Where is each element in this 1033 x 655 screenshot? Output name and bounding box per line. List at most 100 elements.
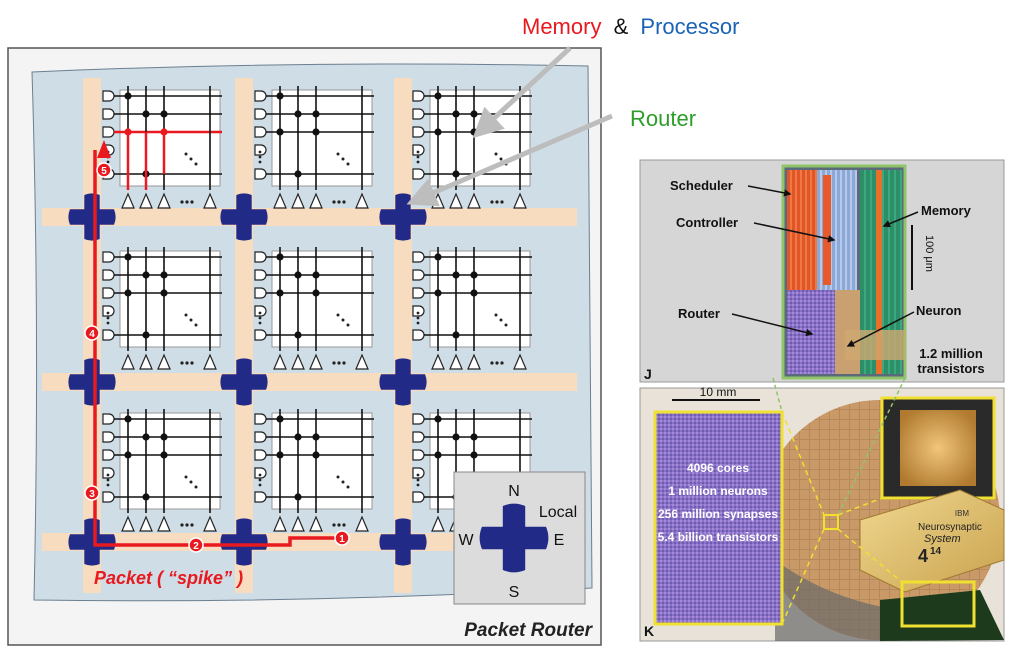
axon-input bbox=[102, 413, 115, 425]
synapse-dot bbox=[124, 92, 132, 100]
product-box bbox=[859, 489, 1005, 593]
synapse-dot bbox=[294, 331, 302, 339]
label-router: Router bbox=[678, 306, 720, 321]
hop-number: 4 bbox=[89, 329, 95, 340]
synapse-dot bbox=[142, 493, 150, 501]
synapse-dot bbox=[142, 331, 150, 339]
axon-input bbox=[412, 329, 425, 341]
ampersand: & bbox=[614, 14, 629, 39]
core-tile bbox=[254, 409, 374, 532]
synapse-dot bbox=[160, 289, 168, 297]
router-node bbox=[220, 518, 268, 566]
ellipsis-dot bbox=[495, 200, 499, 204]
router-node bbox=[379, 193, 427, 241]
synapse-dot bbox=[294, 493, 302, 501]
axon-input bbox=[102, 449, 115, 461]
connector-1 bbox=[781, 411, 825, 516]
synapse-dot bbox=[312, 128, 320, 136]
ellipsis-dot bbox=[194, 162, 198, 166]
label-controller: Controller bbox=[676, 215, 738, 230]
box-line-2: System bbox=[924, 533, 961, 545]
synapse-dot bbox=[142, 110, 150, 118]
chip-stat-line: 4096 cores bbox=[687, 461, 749, 475]
synapse-dot bbox=[312, 110, 320, 118]
connector-4 bbox=[837, 528, 903, 583]
synapse-dot bbox=[312, 289, 320, 297]
neuron-symbol bbox=[449, 192, 463, 209]
neuron-symbol bbox=[157, 515, 171, 532]
core-tile bbox=[102, 247, 222, 370]
axon-input bbox=[254, 126, 267, 138]
synapse-dot bbox=[470, 433, 478, 441]
hop-marker bbox=[188, 537, 204, 553]
ellipsis-dot bbox=[190, 523, 194, 527]
wafer-die-marker bbox=[823, 514, 839, 530]
box-line-1: Neurosynaptic bbox=[918, 522, 982, 533]
crossbar-area bbox=[271, 250, 373, 348]
synapse-dot bbox=[312, 271, 320, 279]
crossbar-area bbox=[429, 250, 531, 348]
ellipsis-dot bbox=[332, 200, 336, 204]
ellipsis-dot bbox=[337, 523, 341, 527]
neuron-symbol bbox=[309, 192, 323, 209]
ellipsis-dot bbox=[346, 162, 350, 166]
connector-j-k-2 bbox=[837, 377, 906, 516]
ellipsis-dot bbox=[342, 523, 346, 527]
ellipsis-dot bbox=[180, 361, 184, 365]
ellipsis-dot bbox=[258, 150, 262, 154]
crossbar-area bbox=[271, 89, 373, 187]
ellipsis-dot bbox=[342, 200, 346, 204]
ellipsis-dot bbox=[500, 200, 504, 204]
label-neuron: Neuron bbox=[916, 303, 962, 318]
neuron-symbol bbox=[203, 515, 217, 532]
synapse-dot bbox=[470, 451, 478, 459]
synapse-dot bbox=[276, 253, 284, 261]
synapse-dot bbox=[470, 289, 478, 297]
neuron-symbol bbox=[513, 353, 527, 370]
synapse-dot bbox=[124, 451, 132, 459]
axon-input bbox=[254, 144, 267, 156]
ellipsis-dot bbox=[416, 321, 420, 325]
synapse-dot bbox=[124, 253, 132, 261]
ellipsis-dot bbox=[416, 311, 420, 315]
router-nodes bbox=[68, 193, 427, 566]
synapse-dot bbox=[470, 110, 478, 118]
crossbar-area bbox=[271, 412, 373, 510]
chip-stat-line: 1 million neurons bbox=[668, 484, 768, 498]
ellipsis-dot bbox=[336, 313, 340, 317]
processor-word: Processor bbox=[640, 14, 739, 39]
router-block bbox=[787, 290, 835, 374]
ellipsis-dot bbox=[416, 150, 420, 154]
neuron-symbol bbox=[355, 353, 369, 370]
ellipsis-dot bbox=[189, 480, 193, 484]
crossbar-area bbox=[119, 250, 221, 348]
ellipsis-dot bbox=[106, 316, 110, 320]
arrow-memory bbox=[882, 211, 919, 228]
router-node bbox=[220, 358, 268, 406]
neuron-symbol bbox=[355, 515, 369, 532]
synapse-dot bbox=[294, 110, 302, 118]
axon-input bbox=[254, 108, 267, 120]
core-grid bbox=[102, 86, 532, 532]
axon-input bbox=[254, 251, 267, 263]
synapse-dot bbox=[160, 110, 168, 118]
hop-number: 5 bbox=[101, 166, 107, 177]
panel-j-tag: J bbox=[644, 366, 652, 382]
core-tile bbox=[102, 86, 222, 209]
bus-horizontal-2 bbox=[42, 373, 577, 391]
axon-input bbox=[254, 287, 267, 299]
chip-package-die bbox=[900, 410, 976, 486]
packet-arrowhead bbox=[97, 140, 111, 158]
router-node bbox=[68, 193, 116, 241]
ellipsis-dot bbox=[337, 200, 341, 204]
crossbar-area bbox=[119, 89, 221, 187]
synapse-dot bbox=[276, 451, 284, 459]
ellipsis-dot bbox=[180, 523, 184, 527]
ellipsis-dot bbox=[185, 523, 189, 527]
axon-input bbox=[254, 449, 267, 461]
neuron-symbol bbox=[291, 515, 305, 532]
arrow-scheduler bbox=[747, 185, 792, 197]
synapse-dot bbox=[160, 451, 168, 459]
ellipsis-dot bbox=[490, 361, 494, 365]
